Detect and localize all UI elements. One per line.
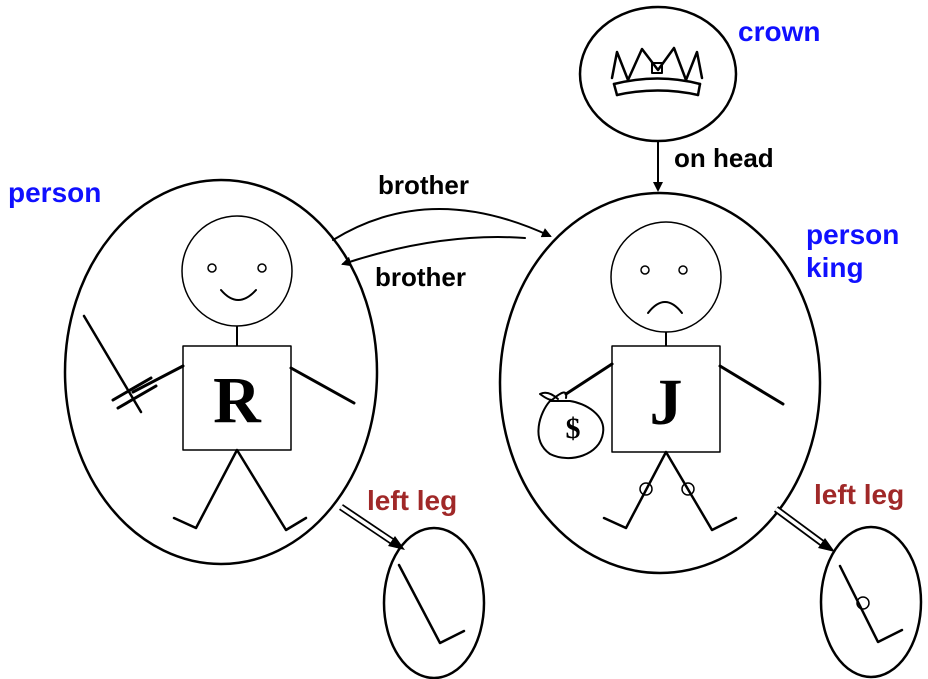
left-legs xyxy=(172,448,308,532)
right-box-letter: J xyxy=(650,366,683,439)
right-person-label: person xyxy=(806,219,899,250)
crown-icon xyxy=(610,46,704,97)
money-bag-icon: $ xyxy=(537,391,605,459)
sword-icon xyxy=(82,314,158,414)
left-person-label: person xyxy=(8,177,101,208)
on-head-label: on head xyxy=(674,143,774,173)
brother-relations: brother brother xyxy=(332,170,552,292)
left-leg-label-left: left leg xyxy=(367,485,457,516)
left-person-ellipse xyxy=(63,178,379,566)
left-leg-shape-left xyxy=(397,563,466,645)
money-bag-symbol: $ xyxy=(566,412,581,445)
left-leg-ellipse-right xyxy=(819,525,923,679)
brother-label-top: brother xyxy=(378,170,469,200)
left-box-letter: R xyxy=(213,364,262,437)
right-legs xyxy=(602,450,738,532)
right-frown xyxy=(647,301,683,314)
brother-arrow-top xyxy=(332,208,552,241)
left-smile xyxy=(220,289,257,301)
left-leg-shape-right xyxy=(838,564,904,644)
left-leg-label-right: left leg xyxy=(814,479,904,510)
left-person-object: person R left leg xyxy=(8,177,486,679)
right-stick-figure: J $ xyxy=(537,221,785,532)
left-leg-arrow-right xyxy=(773,506,835,552)
right-head xyxy=(610,221,722,333)
crown-object: crown xyxy=(578,5,820,143)
left-stick-figure: R xyxy=(82,215,356,532)
left-leg-ellipse-left xyxy=(382,526,486,679)
right-person-object: person king J $ left leg xyxy=(498,191,923,679)
crown-label: crown xyxy=(738,16,820,47)
crown-ellipse xyxy=(578,5,738,143)
king-label: king xyxy=(806,252,864,283)
brother-arrow-bottom xyxy=(341,236,526,267)
right-person-ellipse xyxy=(498,191,822,575)
left-head xyxy=(181,215,293,327)
brother-label-bottom: brother xyxy=(375,262,466,292)
on-head-relation: on head xyxy=(653,142,774,192)
